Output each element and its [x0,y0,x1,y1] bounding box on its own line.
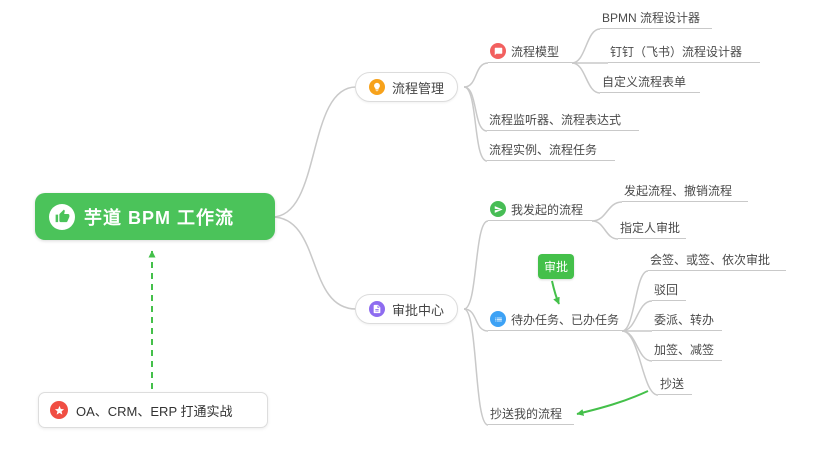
node-label: 流程实例、流程任务 [489,142,598,157]
node-delegate-transfer[interactable]: 委派、转办 [652,310,722,331]
node-process-model[interactable]: 流程模型 [488,42,572,63]
task-list-icon [490,311,506,327]
node-label: 审批中心 [392,302,445,318]
node-label: 流程监听器、流程表达式 [489,112,622,127]
note-oa-crm-erp[interactable]: OA、CRM、ERP 打通实战 [38,392,268,428]
node-listener-expression[interactable]: 流程监听器、流程表达式 [487,110,639,131]
node-bpmn-designer[interactable]: BPMN 流程设计器 [600,8,712,29]
node-label: 钉钉（飞书）流程设计器 [610,44,743,59]
node-todo-done[interactable]: 待办任务、已办任务 [488,310,622,331]
send-icon [490,201,506,217]
approval-flow-arrow [551,280,560,305]
badge-label: 审批 [543,260,568,274]
node-approval-center[interactable]: 审批中心 [355,294,459,324]
node-label: 委派、转办 [654,312,715,327]
node-label: 驳回 [654,282,679,297]
node-add-reduce-sign[interactable]: 加签、减签 [652,340,722,361]
node-label: 流程管理 [392,80,445,96]
document-icon [369,301,385,317]
node-label: 发起流程、撤销流程 [624,183,733,198]
node-label: 会签、或签、依次审批 [650,252,771,267]
node-label: BPMN 流程设计器 [602,10,701,25]
node-label: 待办任务、已办任务 [511,312,620,327]
node-label: 流程模型 [511,44,560,59]
node-label: 我发起的流程 [511,202,584,217]
approval-badge[interactable]: 审批 [538,254,574,279]
node-countersign[interactable]: 会签、或签、依次审批 [648,250,786,271]
node-initiate-cancel[interactable]: 发起流程、撤销流程 [622,181,748,202]
cc-flow-arrow [576,390,649,416]
node-label: 指定人审批 [620,220,681,235]
node-process-management[interactable]: 流程管理 [355,72,459,102]
node-label: 加签、减签 [654,342,715,357]
node-my-initiated[interactable]: 我发起的流程 [488,200,592,221]
star-icon [50,401,68,419]
node-assignee-approval[interactable]: 指定人审批 [618,218,686,239]
node-reject[interactable]: 驳回 [652,280,686,301]
node-cc-my-process[interactable]: 抄送我的流程 [488,404,574,425]
node-label: 抄送 [660,376,685,391]
chat-bubble-icon [490,43,506,59]
lightbulb-icon [369,79,385,95]
thumbs-up-icon [49,203,75,230]
node-dingtalk-designer[interactable]: 钉钉（飞书）流程设计器 [608,42,760,63]
root-node[interactable]: 芋道 BPM 工作流 [35,193,275,240]
note-label: OA、CRM、ERP 打通实战 [76,403,233,419]
node-custom-form[interactable]: 自定义流程表单 [600,72,700,93]
root-label: 芋道 BPM 工作流 [84,207,235,228]
node-label: 自定义流程表单 [602,74,687,89]
node-instance-task[interactable]: 流程实例、流程任务 [487,140,615,161]
node-cc[interactable]: 抄送 [658,374,692,395]
node-label: 抄送我的流程 [490,406,563,421]
